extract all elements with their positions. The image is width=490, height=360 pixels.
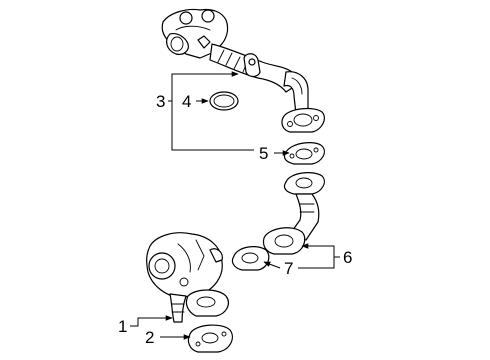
callout-7: 7	[284, 259, 293, 278]
upper-egr-pipe	[161, 8, 325, 133]
gasket-upper	[283, 142, 325, 165]
callout-5: 5	[259, 144, 268, 163]
callout-4: 4	[182, 92, 191, 111]
lower-egr-pipe	[262, 172, 325, 255]
egr-cooler-valve	[146, 232, 229, 323]
ring-seal	[209, 91, 239, 111]
gasket-bottom	[187, 324, 233, 353]
leader-lines	[130, 71, 340, 340]
callout-3: 3	[156, 92, 165, 111]
callout-1: 1	[118, 317, 127, 336]
callout-2: 2	[145, 328, 154, 347]
callout-6: 6	[343, 248, 352, 267]
gasket-lower	[231, 246, 270, 271]
